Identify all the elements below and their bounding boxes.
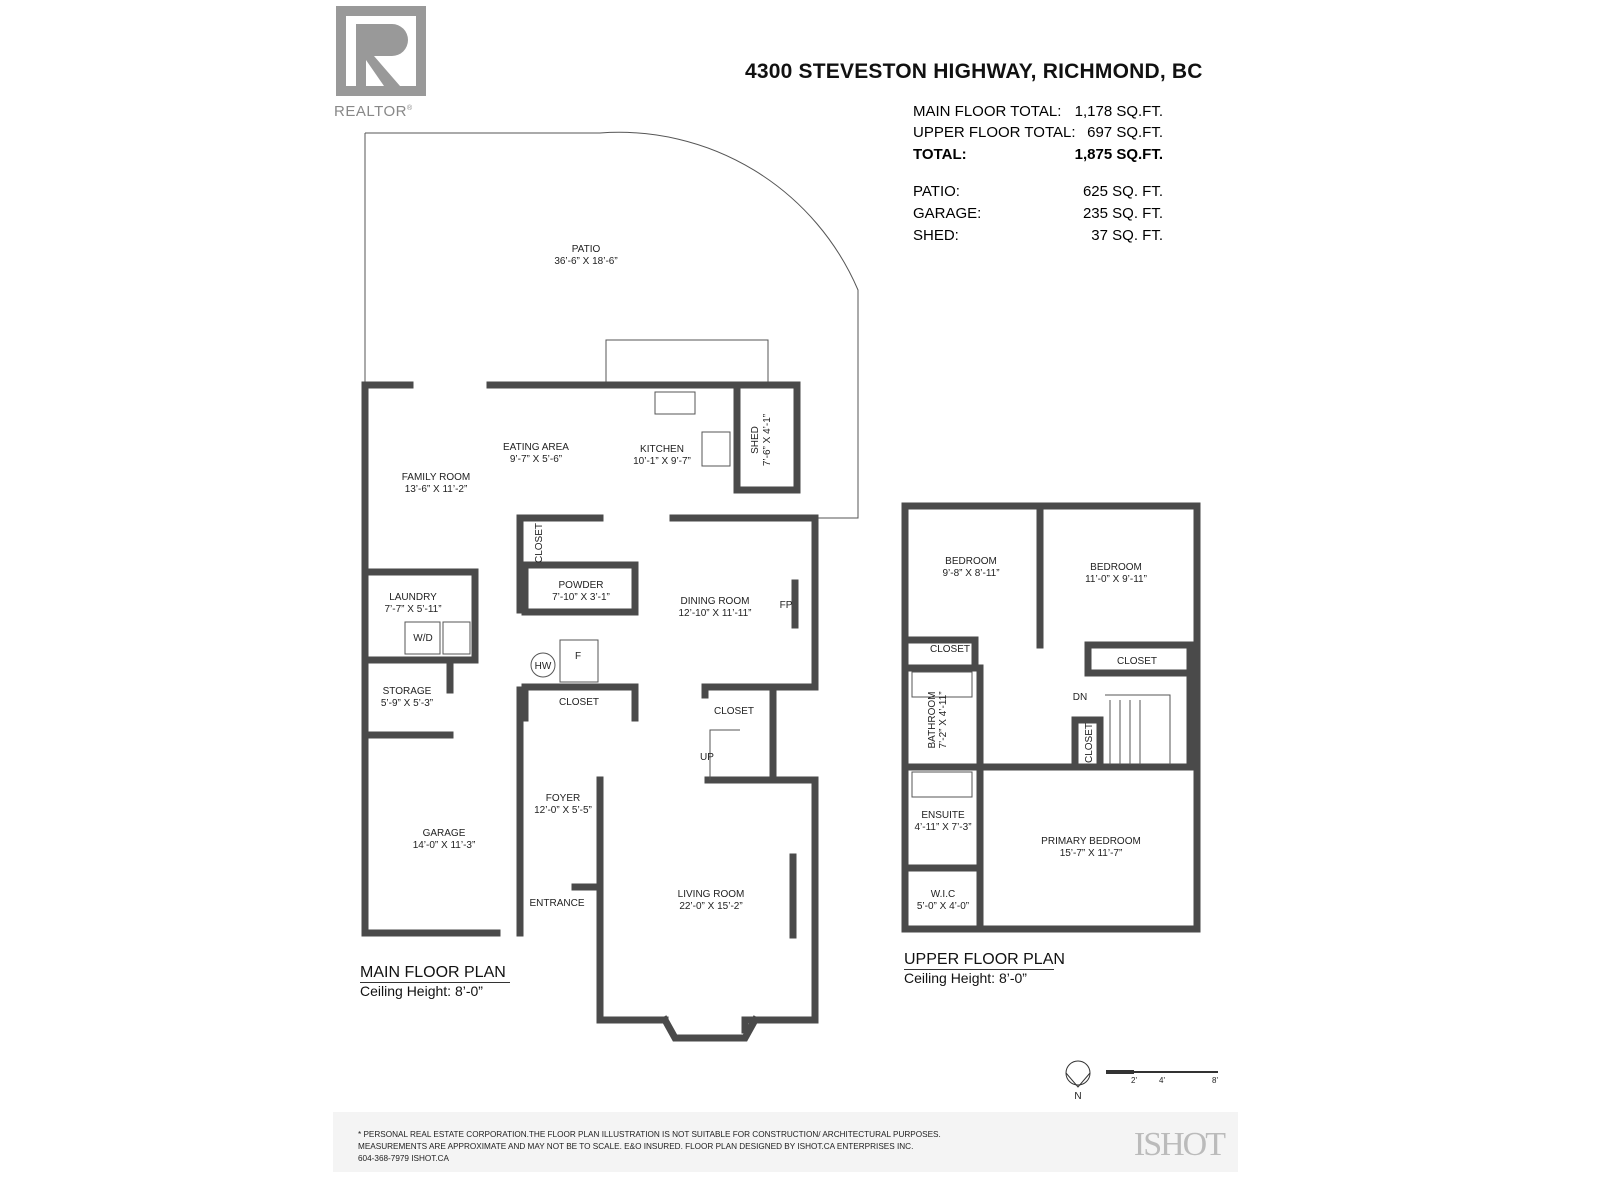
- room-name: ENSUITE: [921, 810, 965, 821]
- room-dimensions: 9’-8” X 8’-11”: [942, 568, 999, 579]
- main-floor-title: MAIN FLOOR PLAN Ceiling Height: 8’-0”: [360, 964, 510, 999]
- room-name: FAMILY ROOM: [402, 472, 471, 483]
- area-label: MAIN FLOOR TOTAL:: [913, 103, 1062, 120]
- room-dimensions: 4’-11” X 7’-3”: [914, 822, 971, 833]
- room-dimensions: 7’-6” X 4’-1”: [762, 414, 773, 466]
- north-label: N: [1074, 1091, 1081, 1102]
- room-dimensions: 12’-0” X 5’-5”: [534, 805, 592, 816]
- area-label: SHED:: [913, 227, 959, 244]
- closet-label: CLOSET: [1117, 656, 1157, 667]
- area-value: 625 SQ. FT.: [1082, 183, 1163, 200]
- area-value: 235 SQ. FT.: [1082, 205, 1163, 222]
- hot-water-tank-label: HW: [535, 661, 552, 672]
- room-name: GARAGE: [423, 828, 466, 839]
- room-name: BATHROOM: [927, 691, 938, 748]
- main-floor-title-text: MAIN FLOOR PLAN: [360, 964, 506, 981]
- scale-tick: 2': [1131, 1076, 1137, 1085]
- area-value: 1,178 SQ.FT.: [1074, 103, 1163, 120]
- room-name: POWDER: [559, 580, 604, 591]
- closet-label: CLOSET: [930, 644, 970, 655]
- area-value: 697 SQ.FT.: [1087, 124, 1163, 141]
- patio-outline: [364, 131, 859, 519]
- room-name: STORAGE: [383, 686, 432, 697]
- area-label: UPPER FLOOR TOTAL:: [913, 124, 1076, 141]
- room-dimensions: 22’-0” X 15’-2”: [679, 901, 742, 912]
- room-dimensions: 36’-6” X 18’-6”: [554, 256, 617, 267]
- furnace-label: F: [575, 651, 581, 662]
- room-dimensions: 11’-0” X 9’-11”: [1085, 574, 1147, 585]
- upper-floor-title: UPPER FLOOR PLAN Ceiling Height: 8’-0”: [904, 951, 1065, 986]
- upper-ceiling-height: Ceiling Height: 8’-0”: [904, 969, 1054, 986]
- disclaimer-line: * PERSONAL REAL ESTATE CORPORATION.THE F…: [358, 1130, 941, 1139]
- room-name: PRIMARY BEDROOM: [1041, 836, 1141, 847]
- closet-label: CLOSET: [559, 697, 599, 708]
- scale-tick: 8': [1212, 1076, 1218, 1085]
- room-dimensions: 12’-10” X 11’-11”: [679, 608, 752, 619]
- closet-label: CLOSET: [534, 523, 545, 563]
- washer-dryer-label: W/D: [413, 633, 432, 644]
- disclaimer-line: MEASUREMENTS ARE APPROXIMATE AND MAY NOT…: [358, 1142, 914, 1151]
- contact-line: 604-368-7979 ISHOT.CA: [358, 1154, 450, 1163]
- main-floor-walls: [361, 381, 819, 1042]
- stairs-down-label: DN: [1073, 692, 1087, 703]
- upper-floor-walls: [901, 502, 1201, 933]
- property-address: 4300 STEVESTON HIGHWAY, RICHMOND, BC: [745, 60, 1203, 83]
- registered-mark: ®: [406, 105, 413, 112]
- stairs-up-label: UP: [700, 752, 714, 763]
- room-dimensions: 9’-7” X 5’-6”: [510, 454, 562, 465]
- room-dimensions: 5’-0” X 4’-0”: [917, 901, 969, 912]
- patio-step: [605, 339, 769, 386]
- room-dimensions: 7’-2” X 4’-11”: [938, 691, 949, 748]
- main-ceiling-height: Ceiling Height: 8’-0”: [360, 982, 510, 999]
- room-dimensions: 7’-7” X 5’-11”: [384, 604, 441, 615]
- closet-label: CLOSET: [714, 706, 754, 717]
- area-value: 1,875 SQ.FT.: [1074, 146, 1163, 163]
- room-name: PATIO: [572, 244, 601, 255]
- room-name: LIVING ROOM: [678, 889, 745, 900]
- room-dimensions: 14’-0” X 11’-3”: [413, 840, 476, 851]
- room-name: BEDROOM: [1090, 562, 1142, 573]
- room-name: SHED: [750, 426, 761, 454]
- upper-floor-title-text: UPPER FLOOR PLAN: [904, 951, 1065, 968]
- room-dimensions: 15’-7” X 11’-7”: [1060, 848, 1123, 859]
- room-name: DINING ROOM: [681, 596, 750, 607]
- area-label: PATIO:: [913, 183, 960, 200]
- room-name: KITCHEN: [640, 444, 684, 455]
- room-dimensions: 10’-1” X 9’-7”: [633, 456, 691, 467]
- footer-disclaimer: * PERSONAL REAL ESTATE CORPORATION.THE F…: [333, 1112, 1238, 1172]
- area-value: 37 SQ. FT.: [1091, 227, 1163, 244]
- room-name: LAUNDRY: [389, 592, 437, 603]
- north-arrow: [1065, 1060, 1091, 1088]
- room-name: BEDROOM: [945, 556, 997, 567]
- realtor-r-icon: [336, 6, 426, 96]
- area-label: TOTAL:: [913, 146, 967, 163]
- room-dimensions: 13’-6” X 11’-2”: [405, 484, 468, 495]
- realtor-logo: REALTOR®: [334, 6, 428, 120]
- room-name: EATING AREA: [503, 442, 569, 453]
- area-label: GARAGE:: [913, 205, 982, 222]
- fireplace-label: FP: [780, 600, 793, 611]
- entrance-label: ENTRANCE: [529, 898, 584, 909]
- fixtures: [404, 391, 1171, 798]
- room-name: W.I.C: [931, 889, 955, 900]
- room-dimensions: 5’-9” X 5’-3”: [381, 698, 433, 709]
- realtor-text: REALTOR: [334, 103, 407, 120]
- closet-label: CLOSET: [1084, 723, 1095, 763]
- ishot-logo: ISHOT: [1133, 1126, 1226, 1163]
- room-dimensions: 7’-10” X 3’-1”: [552, 592, 610, 603]
- room-name: FOYER: [546, 793, 580, 804]
- scale-tick: 4': [1159, 1076, 1165, 1085]
